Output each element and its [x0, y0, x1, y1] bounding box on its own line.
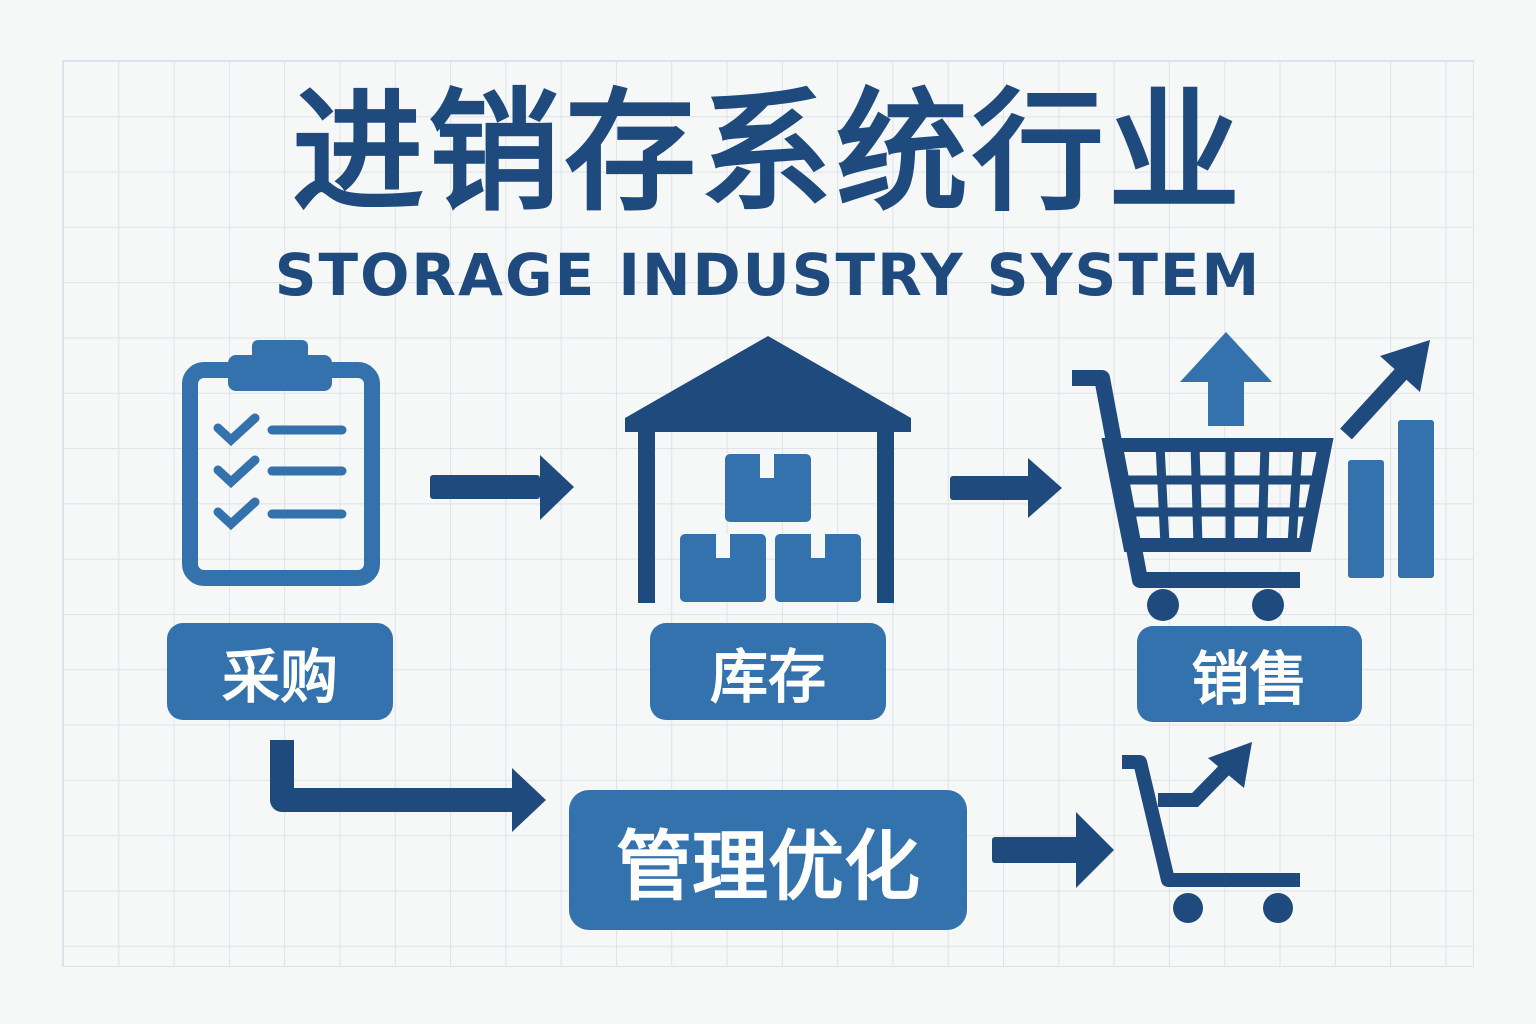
inventory-label: 库存	[650, 623, 886, 720]
page-title: 进销存系统行业	[292, 76, 1244, 230]
small-cart-icon	[1122, 742, 1300, 923]
page-subtitle: STORAGE INDUSTRY SYSTEM	[274, 241, 1262, 309]
shopping-cart-icon	[1072, 370, 1334, 621]
arrow-right-icon	[950, 458, 1062, 518]
management-optimization-label: 管理优化	[569, 790, 967, 930]
arrow-right-icon	[430, 455, 574, 520]
growth-chart-icon	[1340, 340, 1434, 578]
arrow-right-icon	[992, 812, 1114, 888]
warehouse-icon	[625, 336, 911, 603]
elbow-arrow-icon	[270, 740, 546, 832]
clipboard-icon	[182, 340, 380, 586]
arrow-up-icon	[1180, 332, 1272, 426]
purchase-label: 采购	[167, 623, 393, 720]
sales-label: 销售	[1137, 626, 1362, 722]
